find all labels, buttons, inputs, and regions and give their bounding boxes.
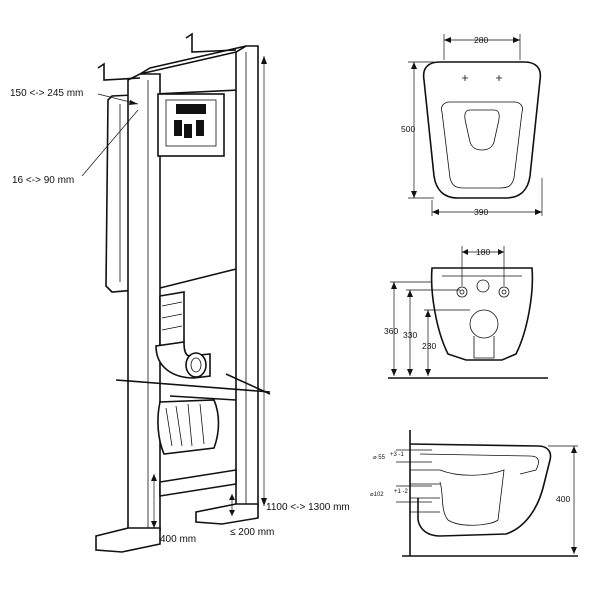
dim-height-total: 360	[384, 326, 398, 336]
bowl-side-view: ⌀ 55 +3 -1 ⌀102 +1 -2 400	[370, 430, 578, 557]
bowl-top-view: 280 500 390	[401, 34, 543, 217]
label-foot-height: 400 mm	[160, 534, 196, 545]
dim-outlet-diameter: ⌀102	[370, 492, 384, 498]
dim-outlet-tolerance: +1 -2	[394, 489, 409, 495]
right-foot	[195, 503, 259, 525]
label-foot-adjust: ≤ 200 mm	[230, 527, 274, 538]
label-adjust-depth: 150 <-> 245 mm	[10, 88, 83, 99]
dim-top-width: 280	[474, 35, 488, 45]
label-height-range: 1100 <-> 1300 mm	[266, 502, 350, 513]
bowl-carrier	[157, 399, 220, 455]
bowl-rear-view: 180 360 330 230	[384, 246, 548, 379]
dim-length: 500	[401, 124, 415, 134]
label-adjust-wall: 16 <-> 90 mm	[12, 175, 74, 186]
flush-plate	[157, 93, 225, 157]
dim-bolt-spacing: 180	[476, 247, 490, 257]
dim-side-height: 400	[556, 494, 570, 504]
installation-frame: 150 <-> 245 mm 16 <-> 90 mm 1100 <-> 130…	[10, 32, 350, 553]
dim-bottom-width: 390	[474, 207, 488, 217]
dim-inlet-tolerance: +3 -1	[390, 452, 405, 458]
frame-left-upright	[127, 73, 161, 531]
frame-right-upright	[235, 45, 259, 509]
dim-height-mid: 330	[403, 330, 417, 340]
frame-top-bracket	[139, 45, 247, 75]
drain-pipe	[155, 291, 211, 379]
left-foot	[95, 527, 161, 553]
dim-inlet-diameter: ⌀ 55	[373, 455, 386, 461]
dim-height-outlet: 230	[422, 341, 436, 351]
